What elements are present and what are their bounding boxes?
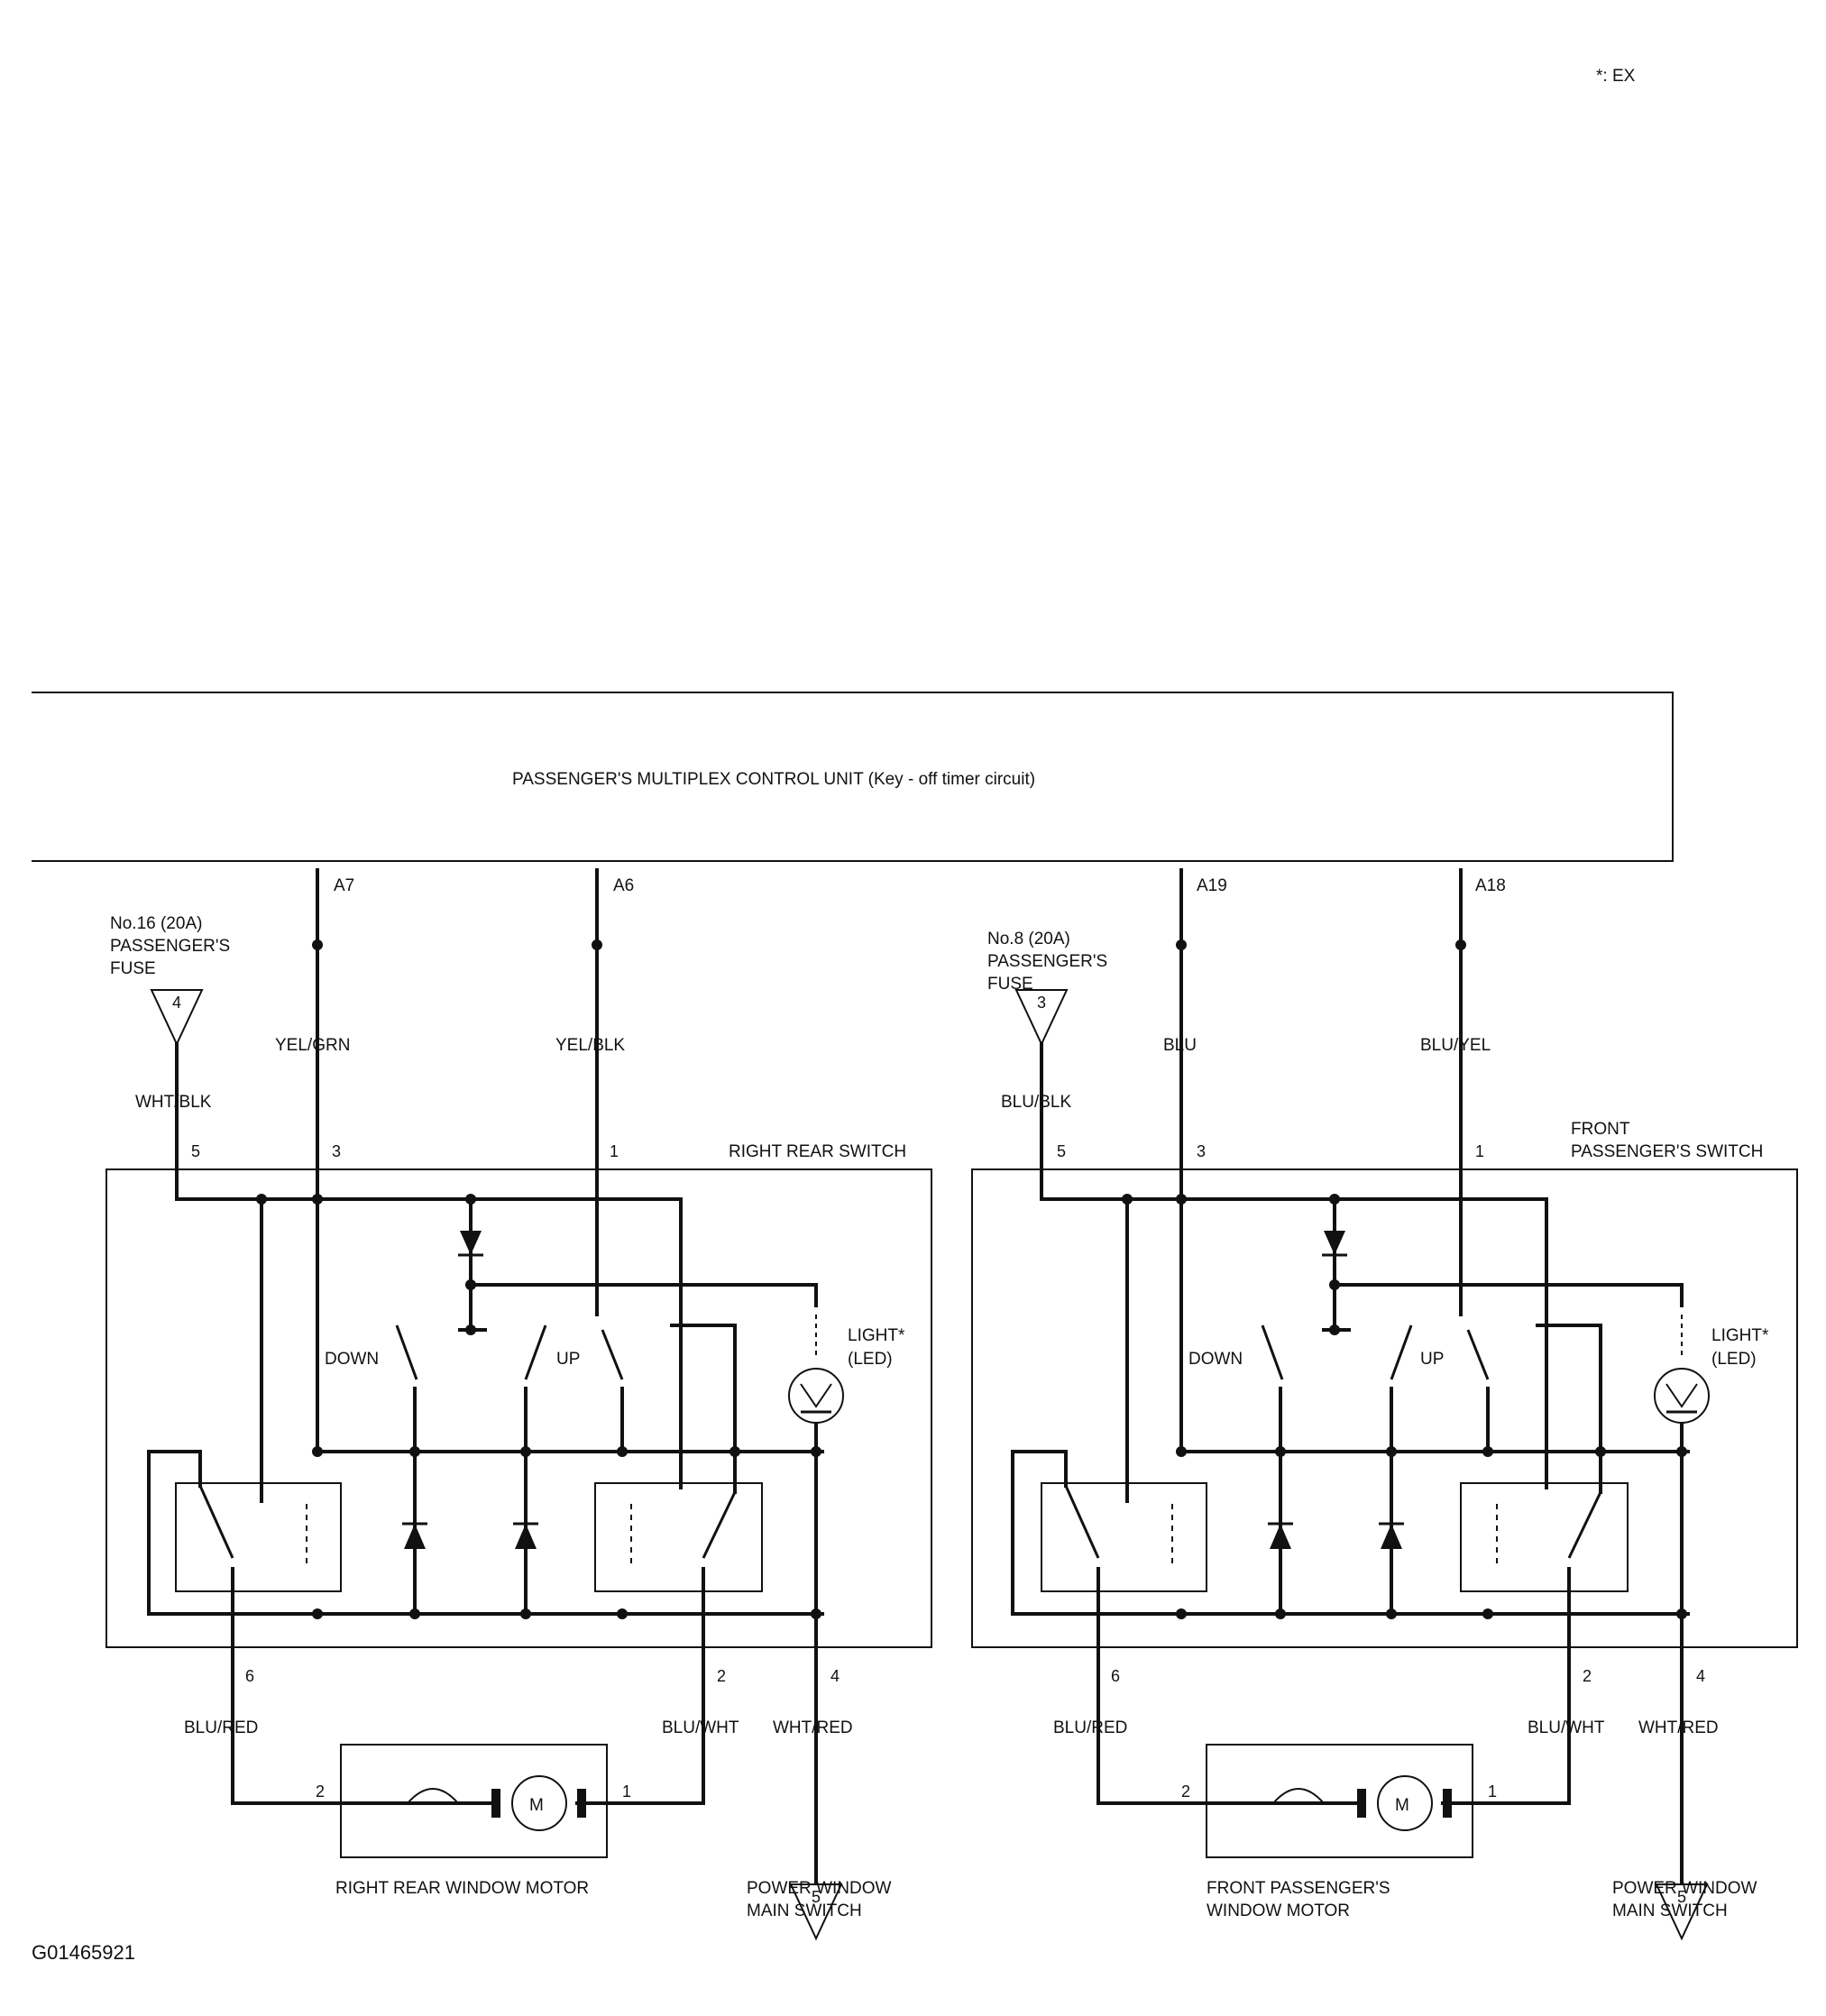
svg-text:BLU/WHT: BLU/WHT (662, 1718, 739, 1737)
svg-text:FRONT: FRONT (1571, 1120, 1630, 1139)
svg-text:FUSE: FUSE (110, 959, 156, 978)
svg-text:POWER WINDOW: POWER WINDOW (747, 1879, 891, 1898)
svg-text:5: 5 (812, 1888, 821, 1906)
connector-a18: A18 (1475, 876, 1506, 895)
connector-a19: A19 (1197, 876, 1227, 895)
svg-text:RIGHT REAR SWITCH: RIGHT REAR SWITCH (729, 1142, 906, 1161)
svg-text:WINDOW MOTOR: WINDOW MOTOR (1207, 1901, 1350, 1920)
motor-box (340, 1744, 608, 1858)
svg-text:No.16 (20A): No.16 (20A) (110, 914, 202, 933)
svg-text:LIGHT*: LIGHT* (848, 1326, 905, 1345)
svg-text:BLU/BLK: BLU/BLK (1001, 1093, 1071, 1112)
svg-text:LIGHT*: LIGHT* (1711, 1326, 1769, 1345)
svg-text:WHT/BLK: WHT/BLK (135, 1093, 212, 1112)
svg-text:MAIN SWITCH: MAIN SWITCH (1612, 1901, 1728, 1920)
svg-text:DOWN: DOWN (1188, 1350, 1243, 1369)
svg-text:2: 2 (1583, 1667, 1592, 1685)
svg-text:POWER WINDOW: POWER WINDOW (1612, 1879, 1757, 1898)
svg-text:3: 3 (1037, 994, 1046, 1012)
svg-text:WHT/RED: WHT/RED (1638, 1718, 1719, 1737)
motor-box (1206, 1744, 1473, 1858)
svg-text:YEL/GRN: YEL/GRN (275, 1036, 350, 1055)
multiplex-control-unit (32, 692, 1674, 862)
svg-text:No.8 (20A): No.8 (20A) (987, 930, 1070, 948)
motor-symbol (511, 1775, 567, 1831)
svg-text:1: 1 (1475, 1142, 1484, 1160)
svg-text:1: 1 (1488, 1782, 1497, 1801)
svg-text:DOWN: DOWN (325, 1350, 379, 1369)
svg-text:RIGHT REAR WINDOW MOTOR: RIGHT REAR WINDOW MOTOR (335, 1879, 589, 1898)
svg-text:BLU/RED: BLU/RED (1053, 1718, 1127, 1737)
right-labels: No.8 (20A) PASSENGER'S FUSE 3 BLU/BLK BL… (987, 930, 1769, 1920)
svg-text:5: 5 (1057, 1142, 1066, 1160)
svg-text:UP: UP (1420, 1350, 1444, 1369)
svg-text:YEL/BLK: YEL/BLK (555, 1036, 625, 1055)
motor-symbol (1377, 1775, 1433, 1831)
svg-text:BLU: BLU (1163, 1036, 1197, 1055)
svg-text:1: 1 (610, 1142, 619, 1160)
svg-text:5: 5 (191, 1142, 200, 1160)
main-switch-triangle (1655, 1883, 1709, 1941)
svg-text:MAIN SWITCH: MAIN SWITCH (747, 1901, 862, 1920)
svg-text:(LED): (LED) (1711, 1350, 1757, 1369)
svg-text:5: 5 (1677, 1888, 1686, 1906)
svg-text:2: 2 (1181, 1782, 1190, 1801)
svg-text:FRONT PASSENGER'S: FRONT PASSENGER'S (1207, 1879, 1390, 1898)
svg-text:BLU/WHT: BLU/WHT (1528, 1718, 1605, 1737)
legend-note: *: EX (1596, 67, 1636, 86)
svg-text:BLU/RED: BLU/RED (184, 1718, 258, 1737)
connector-a7: A7 (334, 876, 354, 895)
svg-text:2: 2 (717, 1667, 726, 1685)
left-circuit (106, 868, 932, 1941)
svg-text:6: 6 (1111, 1667, 1120, 1685)
svg-text:3: 3 (332, 1142, 341, 1160)
svg-text:PASSENGER'S SWITCH: PASSENGER'S SWITCH (1571, 1142, 1763, 1161)
svg-text:PASSENGER'S: PASSENGER'S (987, 952, 1107, 971)
figure-id: G01465921 (32, 1941, 135, 1964)
control-unit-label: PASSENGER'S MULTIPLEX CONTROL UNIT (Key … (512, 770, 1035, 789)
svg-text:3: 3 (1197, 1142, 1206, 1160)
front-passenger-switch-box (971, 1168, 1798, 1648)
left-labels: No.16 (20A) PASSENGER'S FUSE 4 WHT/BLK Y… (110, 914, 906, 1920)
fuse-triangle (1014, 989, 1069, 1047)
right-circuit (971, 868, 1798, 1941)
svg-text:4: 4 (1696, 1667, 1705, 1685)
right-rear-switch-box (106, 1168, 932, 1648)
fuse-triangle (150, 989, 204, 1047)
svg-text:4: 4 (830, 1667, 840, 1685)
svg-text:2: 2 (316, 1782, 325, 1801)
svg-text:M: M (1395, 1796, 1409, 1815)
svg-text:4: 4 (172, 994, 181, 1012)
svg-text:(LED): (LED) (848, 1350, 893, 1369)
svg-text:PASSENGER'S: PASSENGER'S (110, 937, 230, 956)
svg-text:WHT/RED: WHT/RED (773, 1718, 853, 1737)
svg-text:FUSE: FUSE (987, 975, 1033, 994)
svg-text:M: M (529, 1796, 544, 1815)
svg-text:BLU/YEL: BLU/YEL (1420, 1036, 1491, 1055)
svg-text:6: 6 (245, 1667, 254, 1685)
svg-text:1: 1 (622, 1782, 631, 1801)
main-switch-triangle (789, 1883, 843, 1941)
connector-a6: A6 (613, 876, 634, 895)
svg-text:UP: UP (556, 1350, 580, 1369)
